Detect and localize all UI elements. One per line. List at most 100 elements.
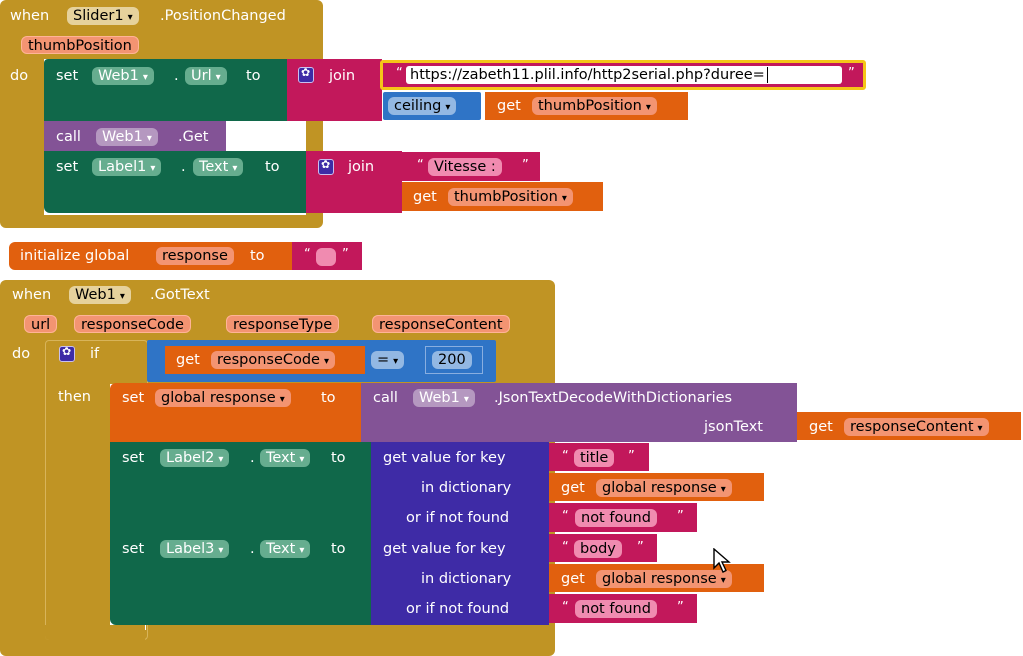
var-dropdown-responsecode[interactable]: responseCode▾ [211, 351, 336, 369]
dropdown-arrow-icon: ▾ [977, 423, 983, 434]
param-responsecontent[interactable]: responseContent [372, 315, 510, 333]
get-keyword: get [413, 189, 437, 205]
property-name: Text [266, 541, 296, 557]
property-dropdown-text[interactable]: Text▾ [193, 158, 244, 176]
gear-icon[interactable] [298, 66, 314, 83]
param-url[interactable]: url [24, 315, 58, 333]
get-value-for-key-label: get value for key [383, 450, 506, 466]
initialize-global-response-block[interactable] [9, 242, 292, 270]
event-name: .GotText [150, 287, 210, 303]
quote-close: ” [677, 509, 684, 524]
quote-close: ” [628, 449, 635, 464]
if-keyword: if [90, 346, 100, 362]
quote-open: “ [562, 449, 569, 464]
quote-close: ” [848, 66, 855, 81]
component-dropdown-slider1[interactable]: Slider1▾ [67, 7, 139, 25]
initialize-global-label: initialize global [20, 248, 130, 264]
get-keyword: get [561, 571, 585, 587]
property-dropdown-url[interactable]: Url▾ [185, 67, 227, 85]
dropdown-arrow-icon: ▾ [150, 163, 156, 174]
text-field-body[interactable]: body [574, 540, 622, 558]
param-responsecode[interactable]: responseCode [74, 315, 191, 333]
dropdown-arrow-icon: ▾ [720, 575, 726, 586]
get-value-for-key-block-body[interactable] [371, 533, 549, 625]
event-name: .PositionChanged [160, 8, 286, 24]
to-keyword: to [331, 450, 346, 466]
set-keyword: set [56, 68, 79, 84]
param-responsetype[interactable]: responseType [226, 315, 340, 333]
call-keyword: call [56, 129, 81, 145]
var-dropdown-global-response[interactable]: global response▾ [155, 389, 291, 407]
var-name: responseCode [217, 352, 320, 368]
text-field-not-found[interactable]: not found [575, 600, 657, 618]
property-dropdown-text[interactable]: Text▾ [260, 540, 311, 558]
get-keyword: get [497, 98, 521, 114]
get-keyword: get [809, 419, 833, 435]
var-dropdown-responsecontent[interactable]: responseContent▾ [844, 418, 989, 436]
call-keyword: call [373, 390, 398, 406]
component-dropdown-web1[interactable]: Web1▾ [413, 389, 475, 407]
number-field-200[interactable]: 200 [432, 351, 472, 369]
set-label1-text-block[interactable] [44, 151, 307, 213]
property-name: Text [266, 450, 296, 466]
join-keyword: join [329, 68, 356, 84]
var-dropdown-global-response[interactable]: global response▾ [596, 479, 732, 497]
url-text-field[interactable]: https://zabeth11.plil.info/http2serial.p… [406, 66, 842, 84]
get-value-for-key-block-title[interactable] [371, 442, 549, 534]
empty-text-field[interactable] [316, 248, 336, 266]
mouse-cursor-icon [712, 547, 732, 580]
component-name: Label1 [98, 159, 147, 175]
set-web1-url-block[interactable] [44, 59, 288, 121]
component-name: Label2 [166, 450, 215, 466]
component-dropdown-web1[interactable]: Web1▾ [92, 67, 154, 85]
component-name: Web1 [102, 129, 143, 145]
var-dropdown-thumbposition[interactable]: thumbPosition▾ [532, 97, 657, 115]
quote-open: “ [304, 247, 311, 262]
component-dropdown-label1[interactable]: Label1▾ [92, 158, 162, 176]
set-label2-text-block[interactable] [110, 442, 372, 534]
join-keyword: join [348, 159, 375, 175]
gear-icon[interactable] [318, 158, 334, 175]
property-name: Text [199, 159, 229, 175]
url-text-value: https://zabeth11.plil.info/http2serial.p… [410, 67, 765, 83]
text-caret [766, 67, 773, 83]
quote-close: ” [677, 600, 684, 615]
do-keyword: do [10, 68, 29, 84]
to-keyword: to [246, 68, 261, 84]
component-dropdown-web1[interactable]: Web1▾ [96, 128, 158, 146]
set-label3-text-block[interactable] [110, 533, 372, 625]
component-dropdown-label3[interactable]: Label3▾ [160, 540, 230, 558]
dot-separator: . [181, 159, 186, 175]
text-field-vitesse[interactable]: Vitesse : [428, 158, 502, 176]
var-dropdown-thumbposition[interactable]: thumbPosition▾ [448, 188, 573, 206]
dropdown-arrow-icon: ▾ [561, 193, 567, 204]
param-thumbposition[interactable]: thumbPosition [21, 36, 139, 54]
property-dropdown-text[interactable]: Text▾ [260, 449, 311, 467]
global-name-field[interactable]: response [156, 247, 234, 265]
text-field-not-found[interactable]: not found [575, 509, 657, 527]
operator-dropdown[interactable]: =▾ [371, 351, 405, 369]
gear-icon[interactable] [59, 345, 75, 362]
set-keyword: set [122, 390, 145, 406]
get-keyword: get [561, 480, 585, 496]
component-dropdown-web1[interactable]: Web1▾ [69, 286, 131, 304]
component-name: Slider1 [73, 8, 124, 24]
text-field-title[interactable]: title [574, 449, 615, 467]
get-value-for-key-label: get value for key [383, 541, 506, 557]
var-dropdown-global-response[interactable]: global response▾ [596, 570, 732, 588]
dropdown-arrow-icon: ▾ [232, 163, 238, 174]
math-dropdown-ceiling[interactable]: ceiling▾ [388, 97, 457, 115]
dot-separator: . [250, 450, 255, 466]
dropdown-arrow-icon: ▾ [127, 12, 133, 23]
component-dropdown-label2[interactable]: Label2▾ [160, 449, 230, 467]
quote-open: “ [396, 66, 403, 81]
dropdown-arrow-icon: ▾ [720, 484, 726, 495]
var-name: global response [602, 480, 717, 496]
when-keyword: when [12, 287, 52, 303]
dropdown-arrow-icon: ▾ [119, 291, 125, 302]
then-keyword: then [58, 389, 91, 405]
method-name: .JsonTextDecodeWithDictionaries [494, 390, 733, 406]
var-name: global response [602, 571, 717, 587]
component-name: Web1 [75, 287, 116, 303]
quote-open: “ [562, 540, 569, 555]
